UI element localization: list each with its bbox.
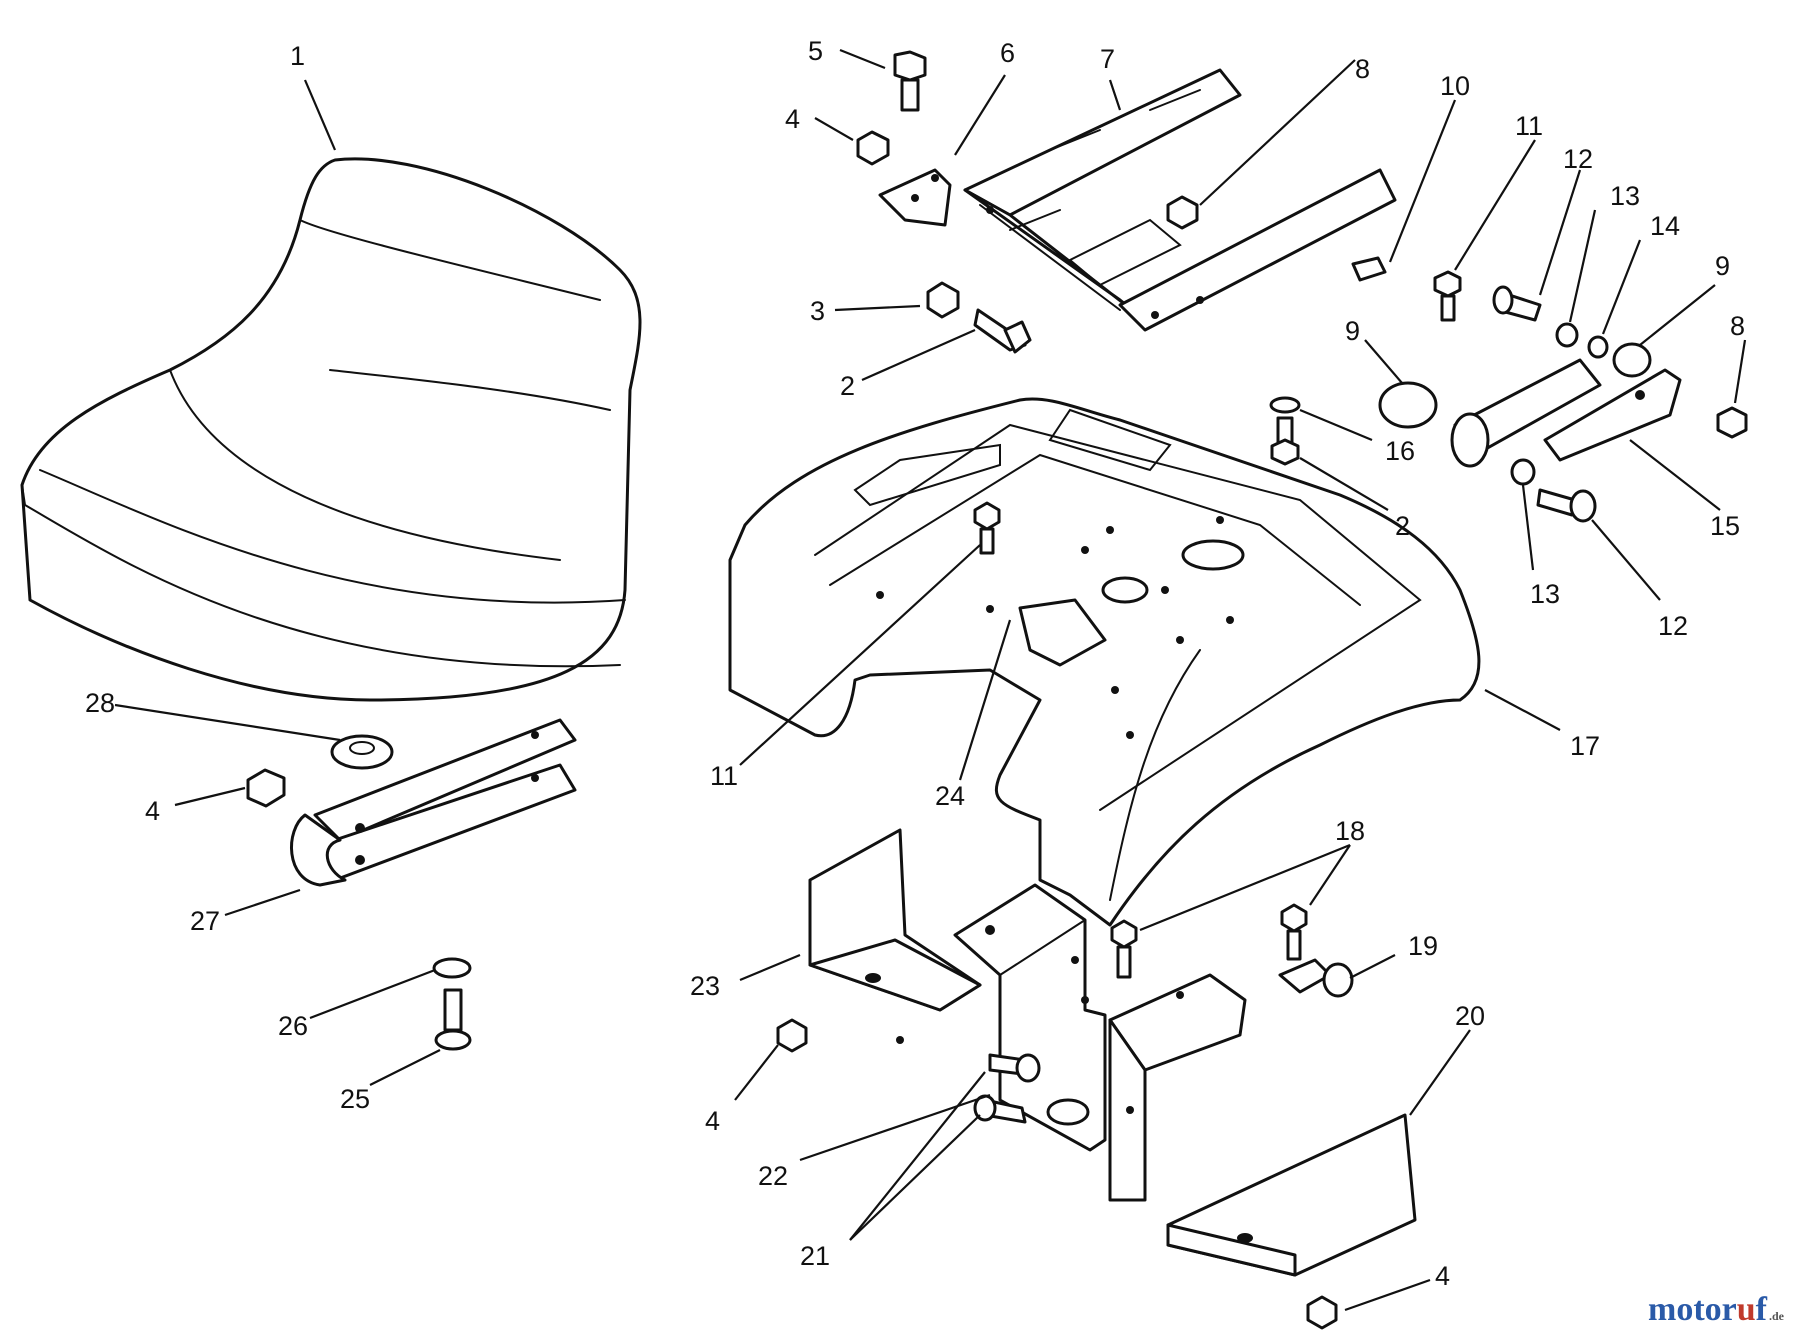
bolt-5 <box>893 50 927 112</box>
washer-16 <box>1269 396 1301 414</box>
seat-mounting-plate <box>963 68 1397 332</box>
bolt-11-right <box>1433 270 1462 322</box>
callout-21: 21 <box>800 1241 830 1271</box>
bushing-9-right <box>1612 342 1652 378</box>
callout-11-fender: 11 <box>710 761 738 791</box>
callout-5: 5 <box>808 36 823 66</box>
callout-18: 18 <box>1335 816 1365 846</box>
bolt-18-left <box>1110 919 1138 979</box>
watermark-part-b: u <box>1736 1291 1756 1328</box>
callout-25: 25 <box>340 1084 370 1114</box>
callout-4-top: 4 <box>785 104 800 134</box>
callout-14: 14 <box>1650 211 1680 241</box>
callout-2-left: 2 <box>840 371 855 401</box>
callout-15: 15 <box>1710 511 1740 541</box>
callout-7: 7 <box>1100 44 1115 74</box>
nut-4-bottom <box>1306 1295 1338 1330</box>
callout-9-right: 9 <box>1715 251 1730 281</box>
callout-12-top: 12 <box>1563 144 1593 174</box>
bracket-15 <box>1543 368 1682 462</box>
bolt-18-right <box>1280 903 1308 961</box>
bolt-2-right <box>1270 416 1300 466</box>
callout-1: 1 <box>290 41 305 71</box>
bracket-20 <box>1166 1113 1417 1277</box>
spacer-28 <box>330 734 394 770</box>
bracket-6 <box>878 168 952 227</box>
bolt-2-left <box>973 308 1032 354</box>
callout-6: 6 <box>1000 38 1015 68</box>
callout-4-bottom: 4 <box>1435 1261 1450 1291</box>
seat <box>20 157 642 702</box>
bolt-12-top <box>1492 285 1542 322</box>
callout-numbers: 1 2 2 3 4 4 4 4 5 6 7 8 8 9 9 10 11 11 1… <box>85 36 1745 1291</box>
watermark-part-a: motor <box>1648 1291 1737 1328</box>
callout-20: 20 <box>1455 1001 1485 1031</box>
callout-4-seat: 4 <box>145 796 160 826</box>
callout-26: 26 <box>278 1011 308 1041</box>
fender <box>728 397 1481 927</box>
washer-13-bottom <box>1510 458 1536 486</box>
bracket-22 <box>953 883 1107 1152</box>
watermark-tld: .de <box>1769 1309 1784 1323</box>
washer-26 <box>432 957 472 979</box>
callout-3: 3 <box>810 296 825 326</box>
bolt-11-fender <box>973 501 1001 555</box>
callout-12-bottom: 12 <box>1658 611 1688 641</box>
leader-lines <box>114 48 1747 1312</box>
callout-28: 28 <box>85 688 115 718</box>
seat-bracket <box>290 718 577 887</box>
washer-14 <box>1587 335 1609 359</box>
clamp-19 <box>1278 958 1354 998</box>
washer-13-top <box>1555 322 1579 348</box>
callout-13-bottom: 13 <box>1530 579 1560 609</box>
bumper-10 <box>1351 256 1387 282</box>
bracket-18 <box>1108 973 1247 1202</box>
shock-absorber <box>1450 358 1602 468</box>
callout-22: 22 <box>758 1161 788 1191</box>
nut-4-seat <box>246 768 286 808</box>
callout-10: 10 <box>1440 71 1470 101</box>
nut-4-left <box>776 1018 808 1053</box>
bushing-9-mid <box>1378 381 1438 429</box>
callout-23: 23 <box>690 971 720 1001</box>
bolt-12-bottom <box>1536 488 1597 523</box>
watermark-part-c: f <box>1755 1291 1767 1328</box>
bracket-23 <box>808 828 982 1044</box>
callout-4-left: 4 <box>705 1106 720 1136</box>
callout-17: 17 <box>1570 731 1600 761</box>
nut-8-right <box>1716 406 1748 439</box>
nut-3 <box>926 281 960 319</box>
callout-19: 19 <box>1408 931 1438 961</box>
nut-4-top <box>856 130 890 166</box>
callout-24: 24 <box>935 781 965 811</box>
callout-2-right: 2 <box>1395 511 1410 541</box>
callout-9-mid: 9 <box>1345 316 1360 346</box>
watermark-logo: motoruf.de <box>1648 1291 1784 1329</box>
callout-27: 27 <box>190 906 220 936</box>
bolt-25 <box>434 988 472 1051</box>
nut-8-top <box>1166 195 1199 230</box>
callout-11-right: 11 <box>1515 111 1543 141</box>
callout-13-top: 13 <box>1610 181 1640 211</box>
callout-8-top: 8 <box>1355 54 1370 84</box>
callout-8-right: 8 <box>1730 311 1745 341</box>
callout-16: 16 <box>1385 436 1415 466</box>
bolt-21-top <box>988 1053 1041 1083</box>
